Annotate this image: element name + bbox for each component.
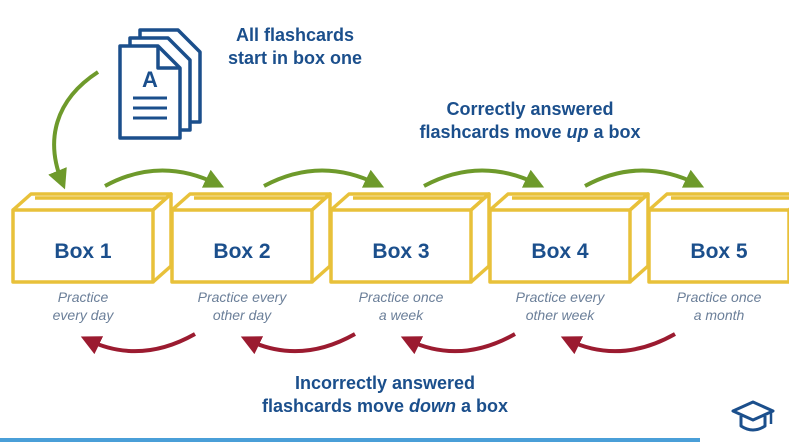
box-4 bbox=[488, 192, 650, 284]
box-4-label: Box 4 bbox=[531, 240, 589, 263]
forward-arrow-1 bbox=[104, 168, 225, 188]
bottom-accent-bar bbox=[0, 438, 700, 442]
backward-arrow-2 bbox=[240, 332, 356, 355]
box-2-label: Box 2 bbox=[213, 240, 271, 263]
boxes bbox=[11, 192, 789, 284]
backward-arrows bbox=[80, 332, 676, 355]
forward-arrows bbox=[104, 168, 705, 188]
box-3-label: Box 3 bbox=[372, 240, 430, 263]
correct-label: Correctly answered flashcards move up a … bbox=[419, 99, 641, 142]
flashcard-stack-icon bbox=[118, 28, 202, 140]
box-1-label: Box 1 bbox=[54, 240, 112, 263]
box-2 bbox=[170, 192, 332, 284]
incorrect-label: Incorrectly answered flashcards move dow… bbox=[261, 373, 509, 416]
box-5-label: Box 5 bbox=[690, 240, 748, 263]
graduation-cap-icon bbox=[731, 400, 775, 432]
backward-arrow-1 bbox=[80, 332, 196, 355]
card-letter: A bbox=[142, 67, 158, 92]
forward-arrow-4 bbox=[584, 168, 705, 188]
forward-arrow-3 bbox=[423, 168, 545, 188]
backward-arrow-4 bbox=[560, 332, 676, 355]
forward-arrow-2 bbox=[263, 168, 385, 188]
box-1 bbox=[11, 192, 173, 284]
box-3 bbox=[329, 192, 491, 284]
start-label: All flashcards start in box one bbox=[227, 25, 362, 68]
backward-arrow-3 bbox=[400, 332, 516, 355]
start-arrow bbox=[48, 70, 100, 190]
box-5 bbox=[647, 192, 789, 284]
